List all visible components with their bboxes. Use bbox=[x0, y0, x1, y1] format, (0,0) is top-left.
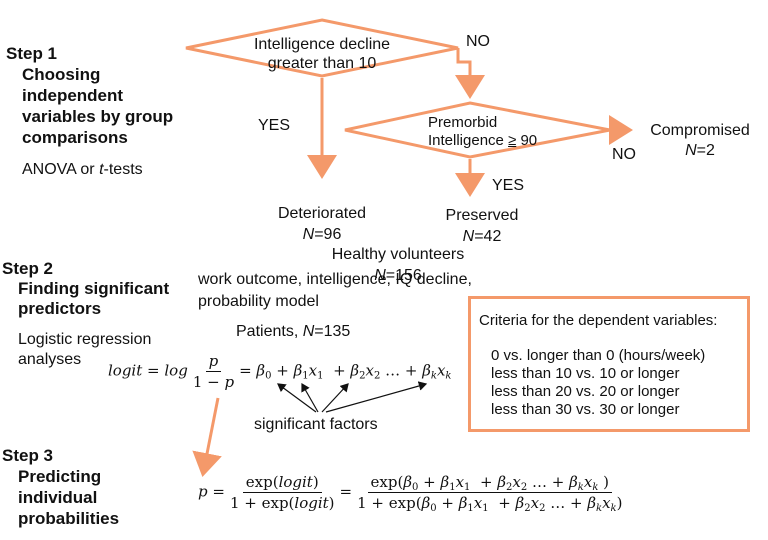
criteria-item: less than 30 vs. 30 or longer bbox=[491, 401, 680, 418]
step2-method-line2: analyses bbox=[18, 351, 82, 368]
decision1-line1: Intelligence decline bbox=[253, 36, 391, 53]
step2-desc-line2: predictors bbox=[18, 299, 102, 318]
step1-method-italic: t bbox=[99, 161, 104, 178]
step3-desc-line1: Predicting bbox=[18, 467, 102, 486]
healthy-n: N=156 bbox=[374, 267, 422, 284]
step1-desc-line3: variables by group bbox=[22, 107, 174, 126]
criteria-item: less than 20 vs. 20 or longer bbox=[491, 383, 680, 400]
decision2-text: Premorbid Intelligence ≥ 90 bbox=[428, 114, 537, 150]
deteriorated-label: Deteriorated bbox=[277, 205, 367, 222]
criteria-box: Criteria for the dependent variables: 0 … bbox=[468, 296, 750, 432]
no-label-2: NO bbox=[612, 146, 636, 163]
compromised-node: Compromised N=2 bbox=[640, 121, 760, 161]
step1-desc-line1: Choosing bbox=[22, 65, 101, 84]
deteriorated-n: N=96 bbox=[302, 226, 342, 243]
arrow-no-to-premorbid bbox=[455, 48, 485, 99]
no-label-1: NO bbox=[466, 33, 490, 50]
significant-factor-arrows bbox=[277, 381, 428, 413]
decision2-line1: Premorbid bbox=[428, 114, 498, 131]
yes-label-1: YES bbox=[258, 117, 291, 134]
arrow-logit-to-probability bbox=[192, 397, 222, 477]
preserved-label: Preserved bbox=[445, 207, 519, 224]
step1-desc-line4: comparisons bbox=[22, 128, 128, 147]
deteriorated-node: Deteriorated N=96 bbox=[258, 203, 386, 245]
step3-desc-line2: individual bbox=[18, 488, 98, 507]
yes-label-2: YES bbox=[492, 177, 525, 194]
step1-method-text: ANOVA or bbox=[22, 161, 100, 178]
geq-symbol: ≥ bbox=[508, 132, 517, 149]
step2-method-line1: Logistic regression bbox=[18, 331, 152, 348]
step1-title: Step 1 bbox=[6, 44, 58, 63]
preserved-node: Preserved N=42 bbox=[422, 205, 542, 247]
probability-formula: p =exp(logit)1 + exp(logit)=exp(β0 + β1x… bbox=[198, 473, 623, 514]
healthy-volunteers-node: Healthy volunteers N=156 bbox=[318, 244, 478, 286]
step2-title: Step 2 bbox=[2, 259, 54, 278]
step1-method: ANOVA or t-tests bbox=[22, 160, 143, 180]
criteria-title: Criteria for the dependent variables: bbox=[479, 312, 718, 329]
compromised-n: N=2 bbox=[685, 142, 715, 159]
healthy-label: Healthy volunteers bbox=[331, 246, 465, 263]
decision2-line2: Intelligence ≥ 90 bbox=[428, 132, 538, 149]
decision-diamond-intelligence-decline bbox=[185, 18, 459, 78]
decision1-text: Intelligence decline greater than 10 bbox=[232, 35, 412, 73]
step3-desc-line3: probabilities bbox=[18, 509, 120, 528]
decision1-line2: greater than 10 bbox=[267, 55, 377, 72]
model-variables: work outcome, intelligence, IQ decline, … bbox=[198, 269, 472, 313]
step1-method-tail: -tests bbox=[103, 161, 143, 178]
step2-desc-line1: Finding significant bbox=[18, 279, 170, 298]
step3-title: Step 3 bbox=[2, 446, 54, 465]
patients-count: Patients, N=135 bbox=[236, 323, 351, 340]
criteria-item: 0 vs. longer than 0 (hours/week) bbox=[491, 347, 706, 364]
compromised-label: Compromised bbox=[650, 122, 750, 139]
significant-factors-label: significant factors bbox=[254, 416, 378, 433]
decision-diamond-premorbid bbox=[344, 101, 611, 159]
model-variables-line1: work outcome, intelligence, IQ decline, bbox=[198, 271, 472, 288]
step1-desc-line2: independent bbox=[22, 86, 124, 105]
preserved-n: N=42 bbox=[462, 228, 502, 245]
model-variables-line2: probability model bbox=[198, 293, 319, 310]
criteria-item: less than 10 vs. 10 or longer bbox=[491, 365, 680, 382]
